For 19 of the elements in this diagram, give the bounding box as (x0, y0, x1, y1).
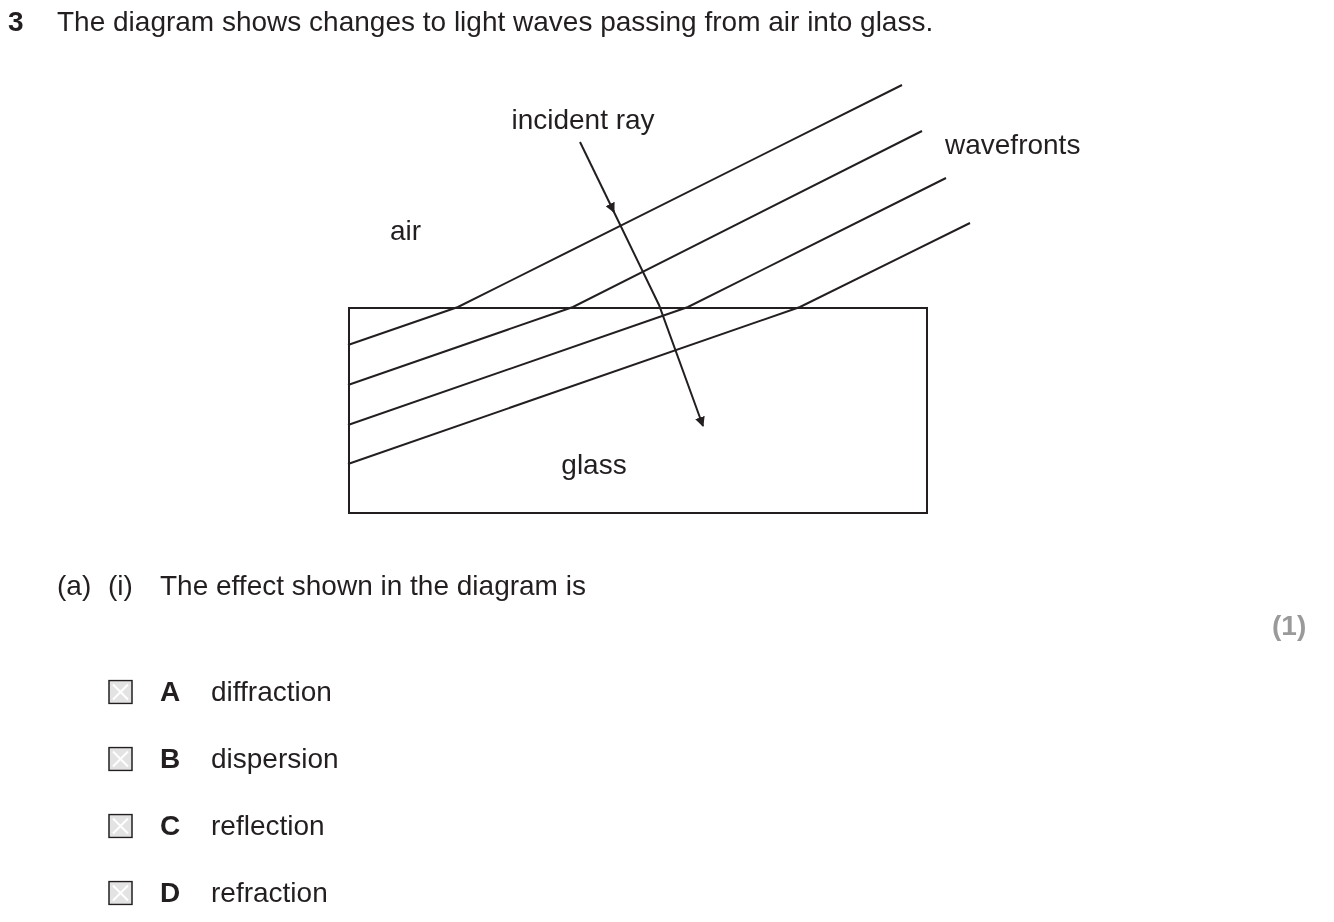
question-text: The diagram shows changes to light waves passing from air into glass. (57, 6, 934, 38)
question-text: The effect shown in the diagram is (160, 570, 586, 602)
option-text: reflection (211, 810, 325, 842)
option-text: dispersion (211, 743, 339, 775)
mark-allocation: (1) (1272, 610, 1307, 642)
option-letter: C (160, 810, 181, 842)
medium-label: air (390, 215, 422, 247)
medium-label: glass (561, 449, 627, 481)
ray-label: incident ray (511, 104, 655, 136)
option-letter: D (160, 877, 181, 909)
part-label: (a) (57, 570, 92, 602)
wavefront-label: wavefronts (945, 129, 1081, 161)
question-number: 3 (8, 6, 24, 38)
option-text: diffraction (211, 676, 332, 708)
option-letter: B (160, 743, 181, 775)
part-label: (i) (108, 570, 133, 602)
option-letter: A (160, 676, 181, 708)
option-text: refraction (211, 877, 328, 909)
glass-block (348, 307, 928, 514)
